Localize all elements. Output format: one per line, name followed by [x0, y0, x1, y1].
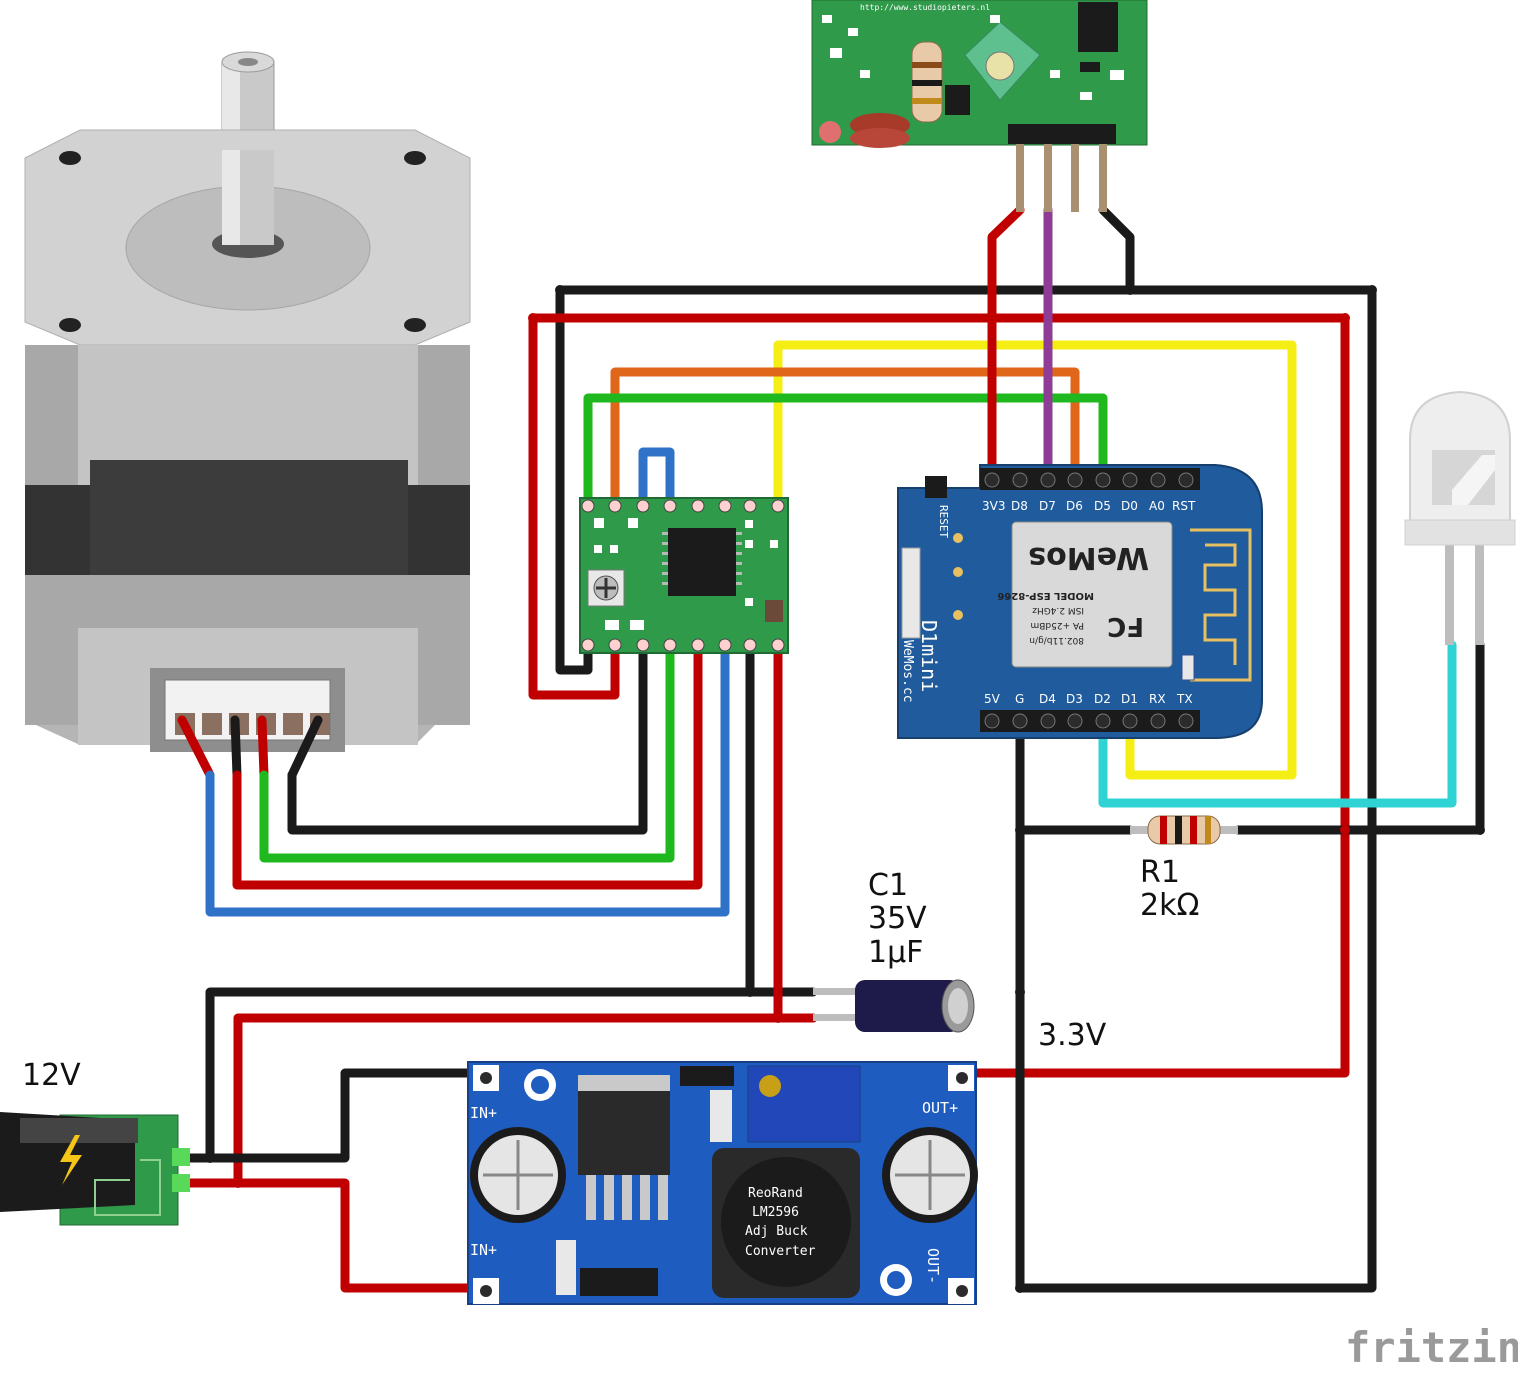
wire-motor-b2: [287, 715, 323, 780]
pin-label-d0: D0: [1121, 499, 1138, 513]
wire-red-motor: [232, 640, 703, 890]
chip-brand: WeMos: [1028, 540, 1149, 575]
wire-black-motor: [287, 640, 648, 835]
wire-motor-a1: [177, 715, 215, 780]
pin-label-d5: D5: [1094, 499, 1111, 513]
buck-in-plus-top: IN+: [470, 1104, 497, 1122]
buck-line-4: Converter: [745, 1244, 816, 1259]
buck-line-1: ReoRand: [748, 1186, 803, 1201]
resistor-name-label: R1: [1140, 855, 1180, 890]
chip-power: PA +25dBm: [1030, 620, 1084, 630]
wemos-bottom-pin-labels: 5V G D4 D3 D2 D1 RX TX: [984, 692, 1193, 706]
junctions: [205, 285, 1485, 1293]
wemos-top-pin-labels: 3V3 D8 D7 D6 D5 D0 A0 RST: [982, 499, 1196, 513]
pin-label-rx: RX: [1149, 692, 1166, 706]
wire-orange: [610, 367, 1080, 510]
wire-black-rf-gnd: [1098, 205, 1135, 295]
pin-label-d4: D4: [1039, 692, 1056, 706]
rail-voltage-label: 3.3V: [1038, 1018, 1107, 1053]
wire-blue-jumper: [638, 447, 675, 510]
stepper-motor: [24, 51, 471, 752]
wemos-board-name: D1mini: [917, 620, 941, 692]
wire-blue-motor: [205, 640, 730, 917]
pin-label-rst: RST: [1172, 499, 1196, 513]
capacitor-voltage-label: 35V: [868, 901, 927, 936]
pin-label-g: G: [1015, 692, 1024, 706]
pin-label-d6: D6: [1066, 499, 1083, 513]
wire-red-buck-in: [178, 1178, 490, 1293]
wemos-reset-label: RESET: [937, 505, 950, 538]
wire-green-d5: [583, 393, 1108, 510]
dc-power-jack: [0, 1112, 190, 1226]
supply-voltage-label: 12V: [22, 1058, 81, 1093]
wemos-d1-mini-board: RESET 802.11b/g/n PA +25dBm ISM 2.4GHz M…: [897, 464, 1263, 739]
pin-label-5v: 5V: [984, 692, 1001, 706]
wire-black-buck-in: [178, 1068, 490, 1163]
pin-label-3v3: 3V3: [982, 499, 1005, 513]
chip-model: MODEL ESP-8266: [997, 590, 1094, 601]
buck-converter-board: IN+ IN+ OUT+ OUT- ReoRand LM2: [467, 1061, 978, 1305]
power-bolt-icon: [60, 1135, 82, 1185]
buck-out-minus: OUT-: [924, 1248, 942, 1284]
pin-label-d2: D2: [1094, 692, 1111, 706]
pin-label-d3: D3: [1066, 692, 1083, 706]
buck-out-plus: OUT+: [922, 1099, 958, 1117]
infrared-led: [1404, 390, 1516, 645]
wire-red-3v3: [987, 205, 1025, 485]
pin-label-d7: D7: [1039, 499, 1056, 513]
buck-line-2: LM2596: [752, 1205, 799, 1220]
chip-standard: 802.11b/g/n: [1029, 635, 1084, 645]
pin-label-d1: D1: [1121, 692, 1138, 706]
wire-green-motor: [259, 640, 675, 863]
chip-fcc: FC: [1107, 611, 1144, 641]
chip-band: ISM 2.4GHz: [1032, 605, 1084, 615]
wire-motor-b1: [257, 715, 269, 780]
buck-in-plus-bottom: IN+: [470, 1241, 497, 1259]
resistor-r1: [1130, 815, 1238, 845]
pin-label-a0: A0: [1149, 499, 1165, 513]
wire-motor-a2: [230, 715, 242, 780]
capacitor-value-label: 1µF: [868, 935, 923, 970]
pin-label-d8: D8: [1011, 499, 1028, 513]
capacitor-c1: [813, 979, 975, 1033]
wire-cyan-d2: [1098, 640, 1457, 808]
rf-module-url: http://www.studiopieters.nl: [860, 3, 990, 12]
wemos-board-maker: WeMos.cc: [900, 640, 915, 703]
buck-line-3: Adj Buck: [745, 1224, 808, 1239]
fritzing-brand: fritzing: [1345, 1323, 1518, 1372]
rf-receiver-module: http://www.studiopieters.nl: [811, 0, 1148, 212]
stepper-driver-board: [579, 497, 789, 654]
resistor-value-label: 2kΩ: [1140, 888, 1199, 923]
pin-label-tx: TX: [1176, 692, 1193, 706]
wire-red-cap: [773, 640, 818, 1023]
capacitor-name-label: C1: [868, 868, 908, 903]
